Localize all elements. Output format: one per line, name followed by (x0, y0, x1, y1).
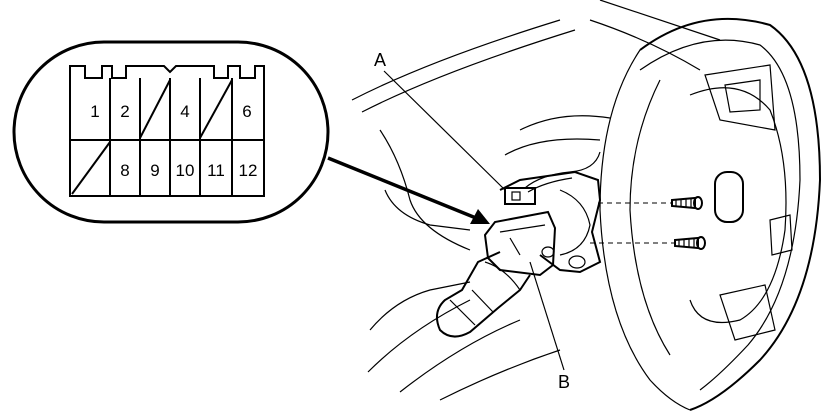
pin-label-10: 10 (176, 161, 195, 180)
pin-label-8: 8 (120, 161, 129, 180)
airbag-pad (689, 87, 787, 324)
callout-b-label: B (558, 372, 570, 392)
mounting-screw-upper (598, 196, 703, 210)
callout-a-label: A (374, 50, 386, 70)
connector-a-body (504, 187, 536, 205)
pin-label-6: 6 (242, 102, 251, 121)
pin-label-9: 9 (150, 161, 159, 180)
connector-b-body (483, 210, 557, 277)
pin-label-2: 2 (120, 102, 129, 121)
dashboard-outline (351, 0, 721, 401)
pin-label-11: 11 (207, 161, 225, 180)
pin-label-4: 4 (180, 102, 189, 121)
connector-outline (69, 65, 265, 197)
wheel-rim-outer (639, 17, 822, 411)
pin-label-12: 12 (239, 161, 258, 180)
callout-a: A (374, 50, 506, 191)
wiper-lever (435, 251, 531, 338)
horn-emblem (714, 171, 744, 223)
wheel-rim-inner (639, 39, 801, 391)
unused-pin-5-slash (199, 79, 233, 139)
unused-pin-3-slash (139, 79, 171, 139)
mounting-screw-lower (590, 236, 706, 250)
unused-pin-7-slash (71, 141, 111, 195)
callout-b: B (529, 261, 570, 392)
combination-switch (435, 151, 602, 338)
steering-wheel (599, 17, 822, 411)
inset-pointer-arrow (327, 156, 490, 224)
connector-inset: 1 2 4 6 8 9 10 11 12 (12, 40, 330, 224)
pin-label-1: 1 (90, 102, 99, 121)
